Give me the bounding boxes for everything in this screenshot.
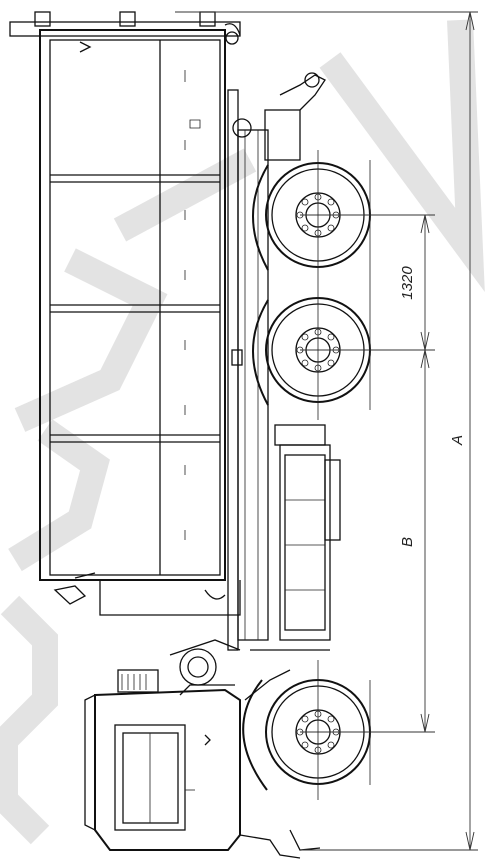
dimension-b-label: B <box>399 537 416 547</box>
fuel-tank <box>250 424 341 651</box>
dimension-a-label: A <box>449 435 466 446</box>
dimension-lines: 1320 A B <box>175 11 478 851</box>
dump-body <box>9 11 241 616</box>
chassis-frame <box>227 72 326 651</box>
rear-wheel-2 <box>252 297 371 406</box>
front-wheel <box>242 679 371 791</box>
cab <box>84 639 321 859</box>
rear-wheel-1 <box>252 162 371 271</box>
dimension-1320-label: 1320 <box>399 266 416 300</box>
